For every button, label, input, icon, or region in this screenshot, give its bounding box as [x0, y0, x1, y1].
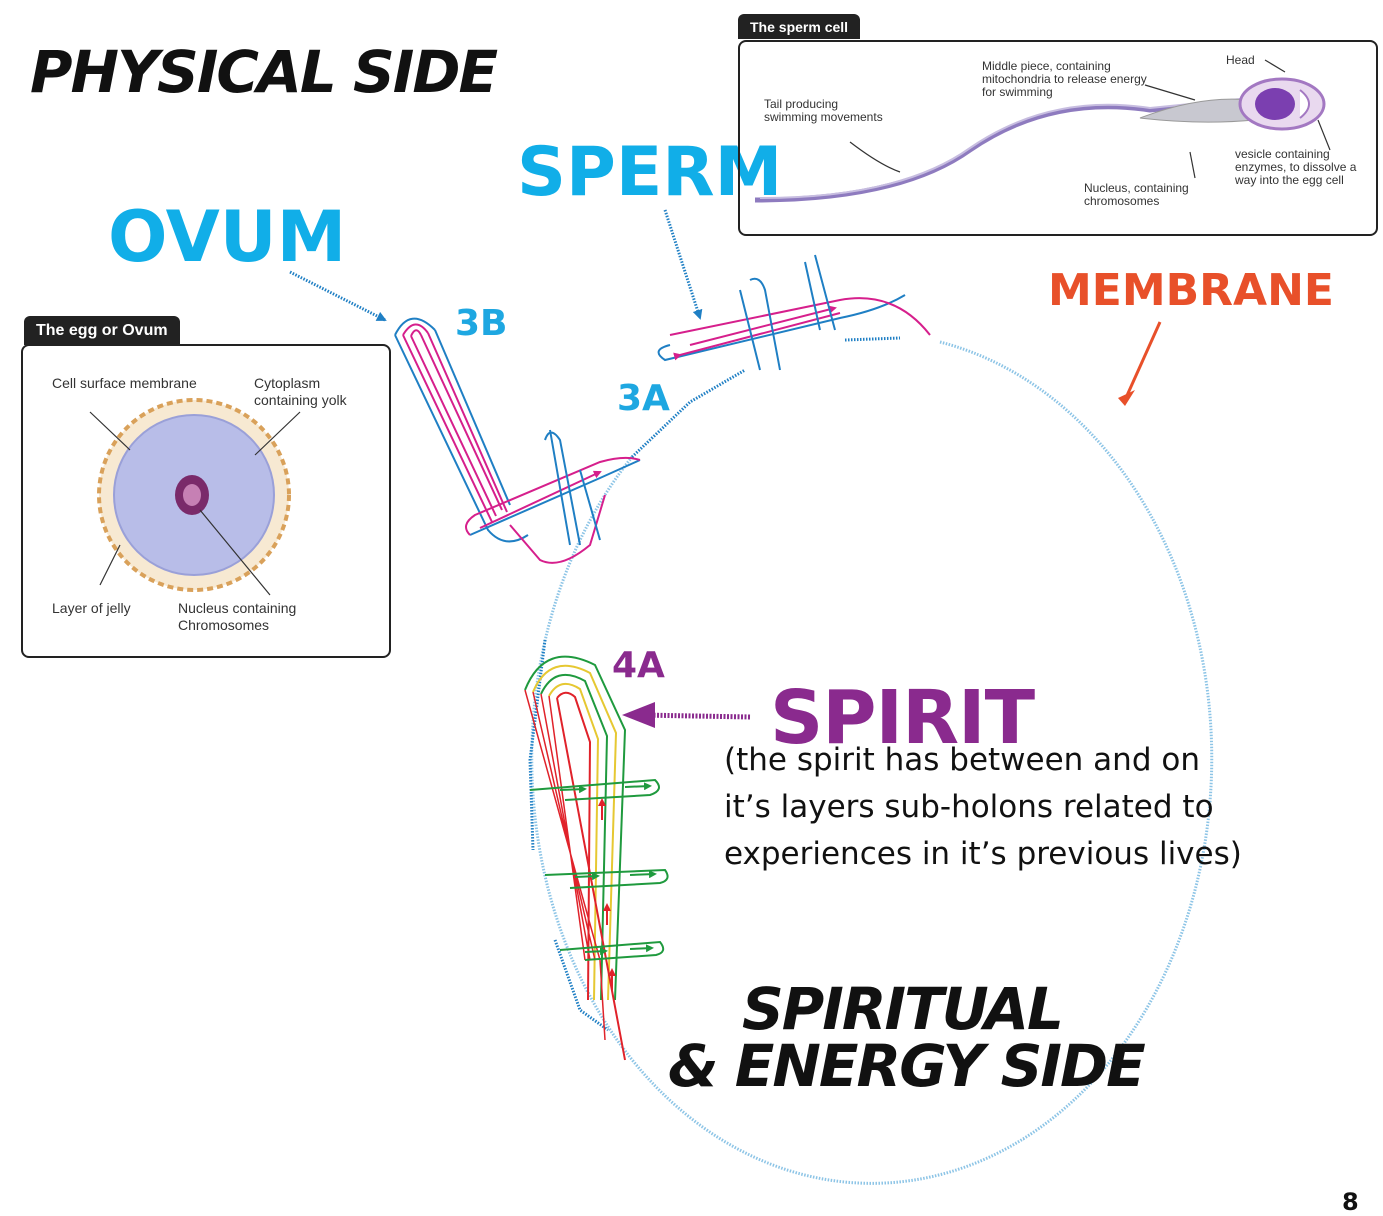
ovum-arrow: [289, 270, 387, 322]
membrane-arrow: [1123, 321, 1162, 401]
page-number: 8: [1342, 1188, 1359, 1216]
ovum-membrane-label: Cell surface membrane: [52, 375, 197, 391]
code-4a: 4A: [612, 645, 665, 686]
sperm-nucleus-label: Nucleus, containing chromosomes: [1084, 181, 1189, 208]
physical-side-heading: PHYSICAL SIDE: [30, 38, 498, 106]
ovum-illustration: [89, 398, 301, 596]
ovum-panel: [21, 344, 391, 658]
sperm-vesicle-label: vesicle containing enzymes, to dissolve …: [1235, 147, 1357, 187]
sperm-arrow: [663, 209, 703, 320]
sperm-head-label: Head: [1226, 53, 1255, 67]
code-3a: 3A: [617, 378, 670, 419]
membrane-label: MEMBRANE: [1048, 265, 1334, 316]
spirit-arrow: [639, 712, 751, 720]
spirit-structure-4a: [524, 655, 669, 1061]
ovum-label: OVUM: [108, 196, 347, 278]
ovum-cytoplasm-label: Cytoplasm containing yolk: [254, 375, 347, 408]
spiritual-heading-line1: SPIRITUAL: [742, 975, 1064, 1043]
sperm-cell-panel: [738, 40, 1378, 236]
sperm-tail-label: Tail producing swimming movements: [764, 97, 883, 124]
spirit-note-line2: it’s layers sub-holons related to: [724, 789, 1214, 825]
spirit-arrowhead: [622, 702, 655, 728]
ovum-jelly-label: Layer of jelly: [52, 600, 131, 616]
spiritual-heading-line2: & ENERGY SIDE: [668, 1032, 1146, 1100]
sperm-structure-3a: [657, 254, 931, 371]
ovum-panel-title: The egg or Ovum: [24, 316, 180, 345]
spirit-label: SPIRIT: [770, 675, 1035, 761]
sperm-illustration: [754, 59, 1331, 203]
spirit-note-line3: experiences in it’s previous lives): [724, 836, 1242, 872]
code-3b: 3B: [455, 303, 508, 344]
spirit-note-line1: (the spirit has between and on: [724, 742, 1200, 778]
sperm-middle-piece-label: Middle piece, containing mitochondria to…: [982, 59, 1147, 99]
ovum-nucleus-label: Nucleus containing Chromosomes: [178, 600, 297, 633]
membrane-arrowhead: [1118, 390, 1135, 406]
sperm-panel-title: The sperm cell: [738, 14, 861, 39]
ovum-structure-3b: [394, 317, 641, 564]
